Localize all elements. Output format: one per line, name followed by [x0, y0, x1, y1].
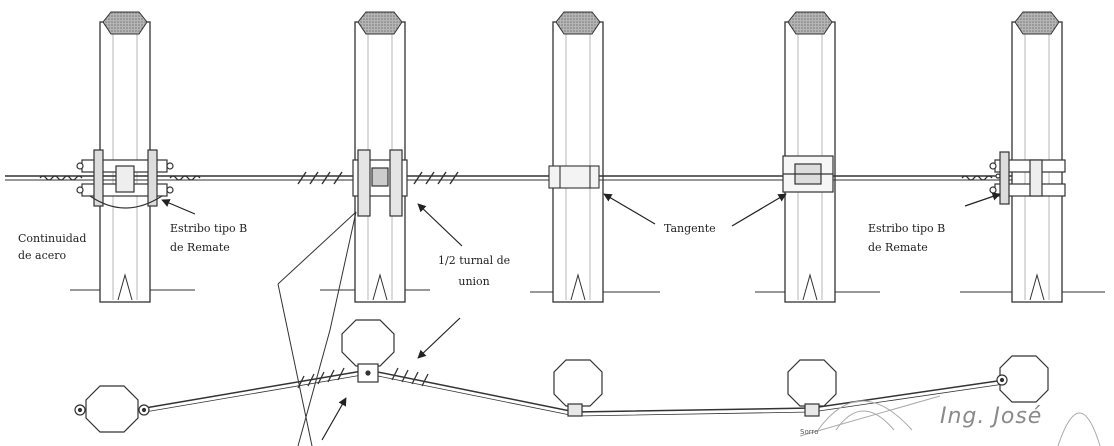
plan-view: [74, 319, 1049, 433]
label-estribo-left: Estribo tipo B de Remate: [170, 222, 247, 254]
label-estribo-left-line2: de Remate: [170, 241, 230, 254]
stamp-marks: [799, 395, 1101, 446]
label-continuidad-line1: Continuidad: [18, 232, 87, 245]
label-continuidad-line2: de acero: [18, 249, 67, 262]
plan-binding-hatch: [297, 367, 429, 389]
label-continuidad: Continuidad de acero: [18, 232, 86, 262]
signature-name: Ing. José: [940, 404, 1043, 429]
pole-3: [552, 11, 604, 303]
arrow-estribo-right: [964, 192, 1001, 207]
label-estribo-right: Estribo tipo B de Remate: [868, 222, 945, 254]
arrow-estribo-left: [161, 199, 196, 215]
arrow-half-turn-bottom: [417, 317, 461, 359]
projection-lines: [277, 211, 357, 446]
label-estribo-right-line2: de Remate: [868, 241, 928, 254]
stirrup-continuity: [76, 149, 174, 209]
binding-hatch-marks: [297, 171, 459, 185]
arrow-half-turn-top: [417, 203, 463, 247]
arrow-tangente-left: [603, 193, 656, 225]
annotation-arrows: [161, 192, 1001, 441]
label-half-turn-line2: union: [458, 275, 490, 288]
label-estribo-right-line1: Estribo tipo B: [868, 222, 946, 235]
clamp-tangent-3: [548, 165, 600, 189]
conductor-wire: [5, 175, 1012, 181]
label-estribo-left-line1: Estribo tipo B: [170, 222, 248, 235]
pole-1: [99, 11, 151, 303]
arrow-bottom-hatch: [321, 397, 347, 441]
label-half-turn-union: 1/2 turnal de union: [438, 254, 510, 288]
label-half-turn-line1: 1/2 turnal de: [438, 254, 511, 267]
clamp-tangent-4: [782, 155, 834, 193]
arrow-tangente-right: [731, 193, 787, 227]
stirrup-end-right: [989, 151, 1066, 205]
label-tangente: Tangente: [664, 222, 716, 235]
signature-scribble: Sorro: [800, 428, 819, 436]
binding-half-turn: [352, 149, 408, 217]
pole-5: [1011, 11, 1063, 303]
